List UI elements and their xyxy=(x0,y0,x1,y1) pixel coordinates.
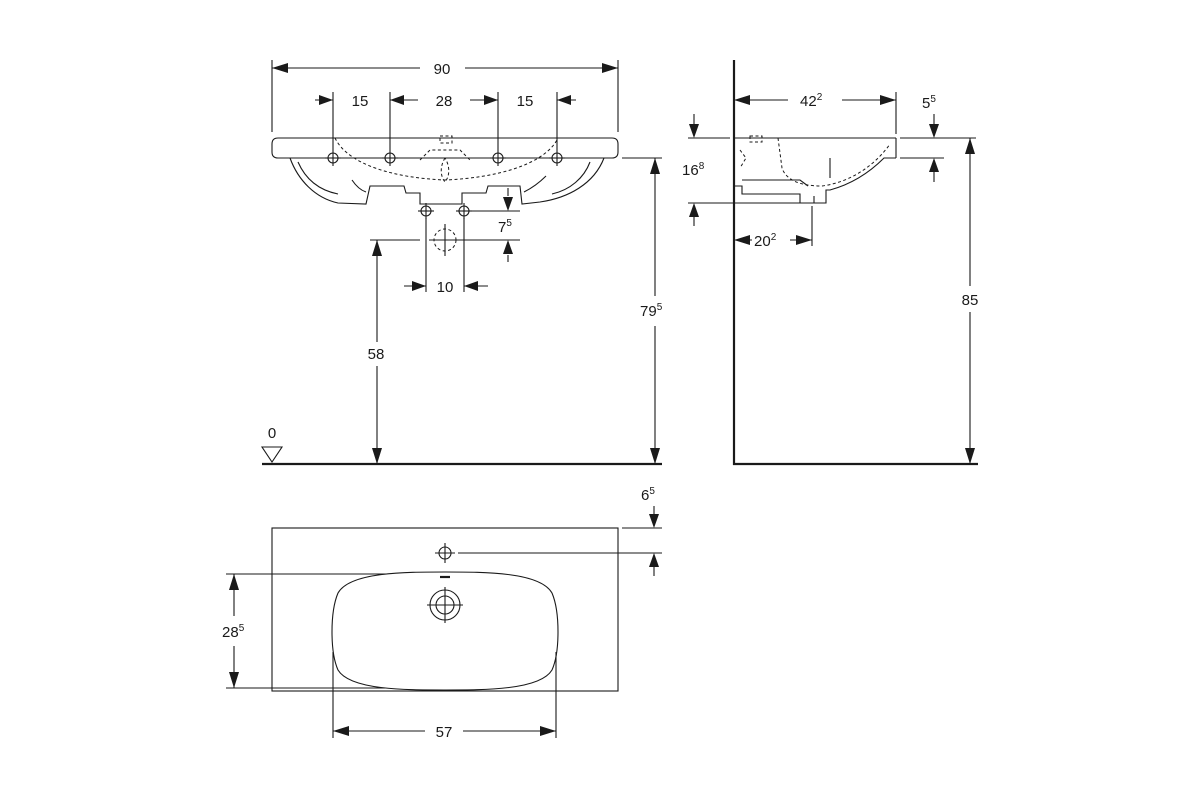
crosshair-icon xyxy=(456,203,472,219)
arrowhead xyxy=(229,574,239,590)
svg-text:65: 65 xyxy=(641,486,655,504)
basin-side-profile xyxy=(734,135,897,204)
label-side-depth-sup: 2 xyxy=(817,92,823,103)
arrowhead xyxy=(965,448,975,464)
label-bowl-depth-sup: 5 xyxy=(239,623,245,634)
label-rim-height-sup: 5 xyxy=(657,302,663,313)
label-side-drain-depth: 20 xyxy=(754,233,771,250)
arrowhead xyxy=(557,95,571,105)
washbasin-top-outline xyxy=(271,527,619,692)
arrowhead xyxy=(650,158,660,174)
label-side-depth: 42 xyxy=(800,93,817,110)
label-side-rim-drop: 5 xyxy=(922,95,930,112)
front-view: 0 xyxy=(260,60,663,466)
dim-side-rim-drop: 55 xyxy=(900,94,976,182)
dim-bowl-width: 57 xyxy=(332,652,557,741)
arrowhead xyxy=(503,197,513,211)
dim-rim-height: 795 xyxy=(622,157,663,464)
label-total-width: 90 xyxy=(434,61,451,78)
arrowhead xyxy=(689,124,699,138)
arrowhead xyxy=(734,235,750,245)
arrowhead xyxy=(649,553,659,567)
floor-level-marker: 0 xyxy=(260,425,284,463)
dim-drain-spacing: 10 xyxy=(404,218,488,296)
arrowhead xyxy=(965,138,975,154)
crosshair-icon xyxy=(549,150,565,166)
arrowhead xyxy=(390,95,404,105)
crosshair-icon xyxy=(490,150,506,166)
floor-level-label: 0 xyxy=(268,425,276,442)
dim-side-depth: 422 xyxy=(734,92,897,134)
label-side-rim-drop-sup: 5 xyxy=(930,94,936,105)
arrowhead xyxy=(333,726,349,736)
label-side-total-height: 85 xyxy=(962,292,979,309)
arrowhead xyxy=(540,726,556,736)
arrowhead xyxy=(650,448,660,464)
svg-text:168: 168 xyxy=(682,161,705,179)
dim-drain-height: 58 xyxy=(368,239,420,464)
label-top-tap-offset-sup: 5 xyxy=(649,486,655,497)
label-side-drain-depth-sup: 2 xyxy=(771,232,777,243)
crosshair-icon xyxy=(435,543,455,563)
label-top-tap-offset: 6 xyxy=(641,487,649,504)
crosshair-icon xyxy=(325,150,341,166)
label-side-rim-thickness-sup: 8 xyxy=(699,161,705,172)
dim-total-width: 90 xyxy=(271,60,619,132)
drain-markers xyxy=(418,203,472,256)
label-bowl-depth: 28 xyxy=(222,624,239,641)
label-tap-spacing: 28 xyxy=(436,93,453,110)
crosshair-icon xyxy=(429,224,461,256)
drain-icon xyxy=(427,587,463,623)
arrowhead xyxy=(602,63,618,73)
arrowhead xyxy=(372,240,382,256)
label-tap-offset-right: 15 xyxy=(517,93,534,110)
arrowhead xyxy=(689,203,699,217)
svg-text:285: 285 xyxy=(222,623,245,641)
arrowhead xyxy=(319,95,333,105)
label-bowl-width: 57 xyxy=(436,724,453,741)
label-rim-height: 79 xyxy=(640,303,657,320)
label-drain-height: 58 xyxy=(368,346,385,363)
arrowhead xyxy=(734,95,750,105)
label-tap-offset-left: 15 xyxy=(352,93,369,110)
svg-text:422: 422 xyxy=(800,92,823,110)
label-drain-spacing: 10 xyxy=(437,279,454,296)
arrowhead xyxy=(229,672,239,688)
basin-underside xyxy=(289,135,605,205)
arrowhead xyxy=(880,95,896,105)
bowl-outline xyxy=(331,571,559,691)
svg-text:55: 55 xyxy=(922,94,936,112)
dim-side-rim-thickness: 168 xyxy=(682,114,808,226)
dim-tap-spacing: 15 28 15 xyxy=(315,92,576,150)
arrowhead xyxy=(929,124,939,138)
side-view: 422 55 168 202 xyxy=(682,60,979,466)
svg-text:795: 795 xyxy=(640,302,663,320)
dim-bowl-depth: 285 xyxy=(222,573,386,689)
dim-side-total-height: 85 xyxy=(962,138,979,464)
arrowhead xyxy=(649,514,659,528)
arrowhead xyxy=(503,240,513,254)
tap-hole-markers xyxy=(325,150,565,166)
dim-top-tap-offset: 65 xyxy=(458,486,662,576)
svg-text:202: 202 xyxy=(754,232,777,250)
dim-drain-drop: 75 xyxy=(461,188,520,262)
label-drain-drop-sup: 5 xyxy=(506,218,512,229)
arrowhead xyxy=(464,281,478,291)
arrowhead xyxy=(796,235,812,245)
label-drain-drop: 7 xyxy=(498,219,506,236)
arrowhead xyxy=(372,448,382,464)
arrowhead xyxy=(929,158,939,172)
dim-side-drain-depth: 202 xyxy=(734,206,813,250)
crosshair-icon xyxy=(418,203,434,219)
svg-text:75: 75 xyxy=(498,218,512,236)
arrowhead xyxy=(272,63,288,73)
top-view: 65 285 57 xyxy=(222,486,662,741)
crosshair-icon xyxy=(382,150,398,166)
label-side-rim-thickness: 16 xyxy=(682,162,699,179)
arrowhead xyxy=(412,281,426,291)
washbasin-top xyxy=(271,137,619,159)
arrowhead xyxy=(484,95,498,105)
